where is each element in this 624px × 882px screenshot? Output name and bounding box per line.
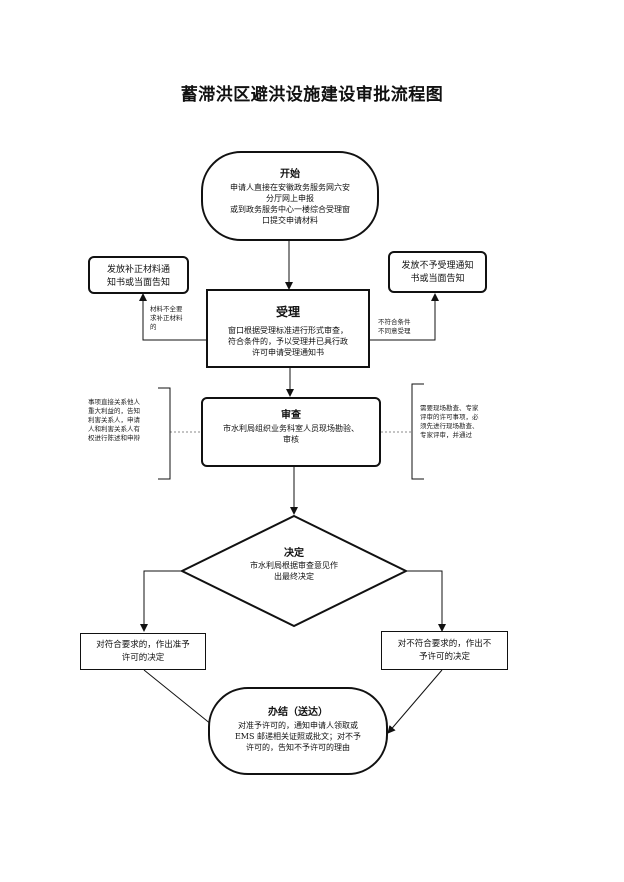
supplement-notice-box: 发放补正材料通 知书或当面告知 — [88, 256, 189, 294]
supplement-condition-note: 材料不全要 求补正材料 的 — [150, 305, 200, 332]
left-note: 事项直接关系他人 重大利益的，告知 利害关系人，申请 人和利害关系人有 权进行陈… — [88, 398, 160, 443]
review-line-1: 市水利局组织业务科室人员现场勘验、 — [223, 424, 359, 433]
supplement-condition-line-3: 的 — [150, 323, 157, 331]
approve-box: 对符合要求的，作出准予 许可的决定 — [80, 633, 206, 670]
decision-heading: 决定 — [284, 548, 304, 559]
approve-line-1: 对符合要求的，作出准予 — [96, 640, 190, 650]
deny-line-1: 对不符合要求的，作出不 — [397, 639, 492, 649]
deny-line-2: 予许可的决定 — [418, 652, 470, 662]
decision-diamond — [179, 514, 409, 628]
decision-line-2: 出最终决定 — [274, 572, 314, 581]
finish-line-1: 对准予许可的，通知申请人领取或 — [238, 721, 358, 730]
accept-line-1: 窗口根据受理标准进行形式审查， — [228, 326, 348, 335]
arrow-accept-to-supplement — [139, 293, 206, 341]
start-line-3: 或到政务服务中心一楼综合受理窗 — [230, 205, 350, 214]
left-note-line-2: 重大利益的，告知 — [88, 407, 140, 415]
start-line-2: 分厅网上申报 — [266, 194, 314, 203]
right-note-line-2: 评审的许可事项，必 — [420, 413, 479, 421]
accept-heading: 受理 — [275, 305, 300, 319]
arrow-accept-to-reject — [370, 293, 439, 341]
review-heading: 审查 — [281, 410, 301, 421]
reject-notice-box: 发放不予受理通知 书或当面告知 — [388, 251, 487, 293]
right-note-bracket — [411, 383, 424, 480]
finish-node: 办结（送达） 对准予许可的，通知申请人领取或 EMS 邮递相关证照或批文；对不予… — [208, 687, 388, 775]
start-line-4: 口提交申请材料 — [262, 216, 318, 225]
finish-heading: 办结（送达） — [268, 707, 328, 718]
supplement-notice-line-2: 知书或当面告知 — [106, 278, 170, 288]
supplement-condition-line-2: 求补正材料 — [150, 314, 183, 322]
review-line-2: 审核 — [283, 435, 299, 444]
arrow-deny-to-finish — [387, 669, 443, 734]
start-line-1: 申请人直接在安徽政务服务网六安 — [230, 183, 350, 192]
right-note-line-3: 须先进行现场勘查、 — [420, 422, 479, 430]
right-note-line-1: 需要现场勘查、专家 — [420, 404, 479, 412]
page-title: 蓄滞洪区避洪设施建设审批流程图 — [180, 85, 444, 105]
right-note: 需要现场勘查、专家 评审的许可事项，必 须先进行现场勘查、 专家评审，并通过 — [420, 404, 500, 440]
left-note-line-5: 权进行陈述和申辩 — [88, 434, 140, 442]
reject-condition-line-1: 不符合条件 — [378, 318, 411, 326]
review-node: 审查 市水利局组织业务科室人员现场勘验、 审核 — [201, 397, 381, 467]
finish-line-3: 许可的，告知不予许可的理由 — [246, 743, 350, 752]
decision-line-1: 市水利局根据审查意见作 — [250, 561, 338, 570]
supplement-notice-line-1: 发放补正材料通 — [106, 265, 170, 275]
right-note-line-4: 专家评审，并通过 — [420, 431, 472, 439]
start-node: 开始 申请人直接在安徽政务服务网六安 分厅网上申报 或到政务服务中心一楼综合受理… — [201, 151, 379, 241]
left-note-line-1: 事项直接关系他人 — [88, 398, 140, 406]
accept-line-3: 许可申请受理通知书 — [252, 348, 324, 357]
left-note-bracket — [158, 387, 171, 480]
arrow-decision-to-approve — [140, 570, 182, 632]
supplement-condition-line-1: 材料不全要 — [150, 305, 183, 313]
reject-condition-note: 不符合条件 不同意受理 — [378, 318, 428, 336]
arrow-decision-to-deny — [406, 570, 446, 632]
accept-line-2: 符合条件的，予以受理并已具行政 — [228, 337, 348, 346]
reject-condition-line-2: 不同意受理 — [378, 327, 411, 335]
deny-box: 对不符合要求的，作出不 予许可的决定 — [381, 631, 508, 670]
accept-node: 受理 窗口根据受理标准进行形式审查， 符合条件的，予以受理并已具行政 许可申请受… — [206, 289, 370, 368]
left-note-line-4: 人和利害关系人有 — [88, 425, 140, 433]
reject-notice-line-2: 书或当面告知 — [410, 274, 465, 284]
left-note-line-3: 利害关系人，申请 — [88, 416, 140, 424]
finish-line-2: EMS 邮递相关证照或批文；对不予 — [234, 732, 362, 741]
start-heading: 开始 — [280, 169, 300, 180]
decision-text: 决定 市水利局根据审查意见作 出最终决定 — [224, 547, 364, 582]
approve-line-2: 许可的决定 — [121, 653, 165, 663]
reject-notice-line-1: 发放不予受理通知 — [401, 261, 474, 271]
